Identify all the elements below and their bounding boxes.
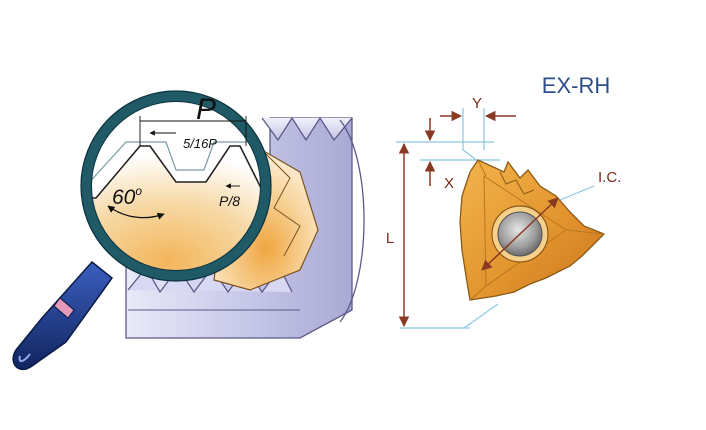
pitch-label: P (196, 93, 216, 126)
ic-dimension (481, 197, 559, 271)
dimension-lines: L Y X I.C. (386, 95, 621, 328)
thread-profile-annotations: P 5/16P 60o P/8 (107, 93, 247, 220)
y-label: Y (472, 95, 482, 112)
ic-label: I.C. (598, 169, 621, 186)
angle-arc (107, 205, 165, 220)
root-width-label: P/8 (219, 193, 240, 209)
length-label: L (386, 230, 394, 247)
insert-title: EX-RH (542, 73, 610, 98)
x-label: X (444, 175, 454, 192)
crest-width-label: 5/16P (183, 136, 217, 151)
magnifier-handle (12, 260, 114, 371)
threading-insert-icon (459, 159, 606, 301)
angle-label: 60o (112, 184, 142, 209)
